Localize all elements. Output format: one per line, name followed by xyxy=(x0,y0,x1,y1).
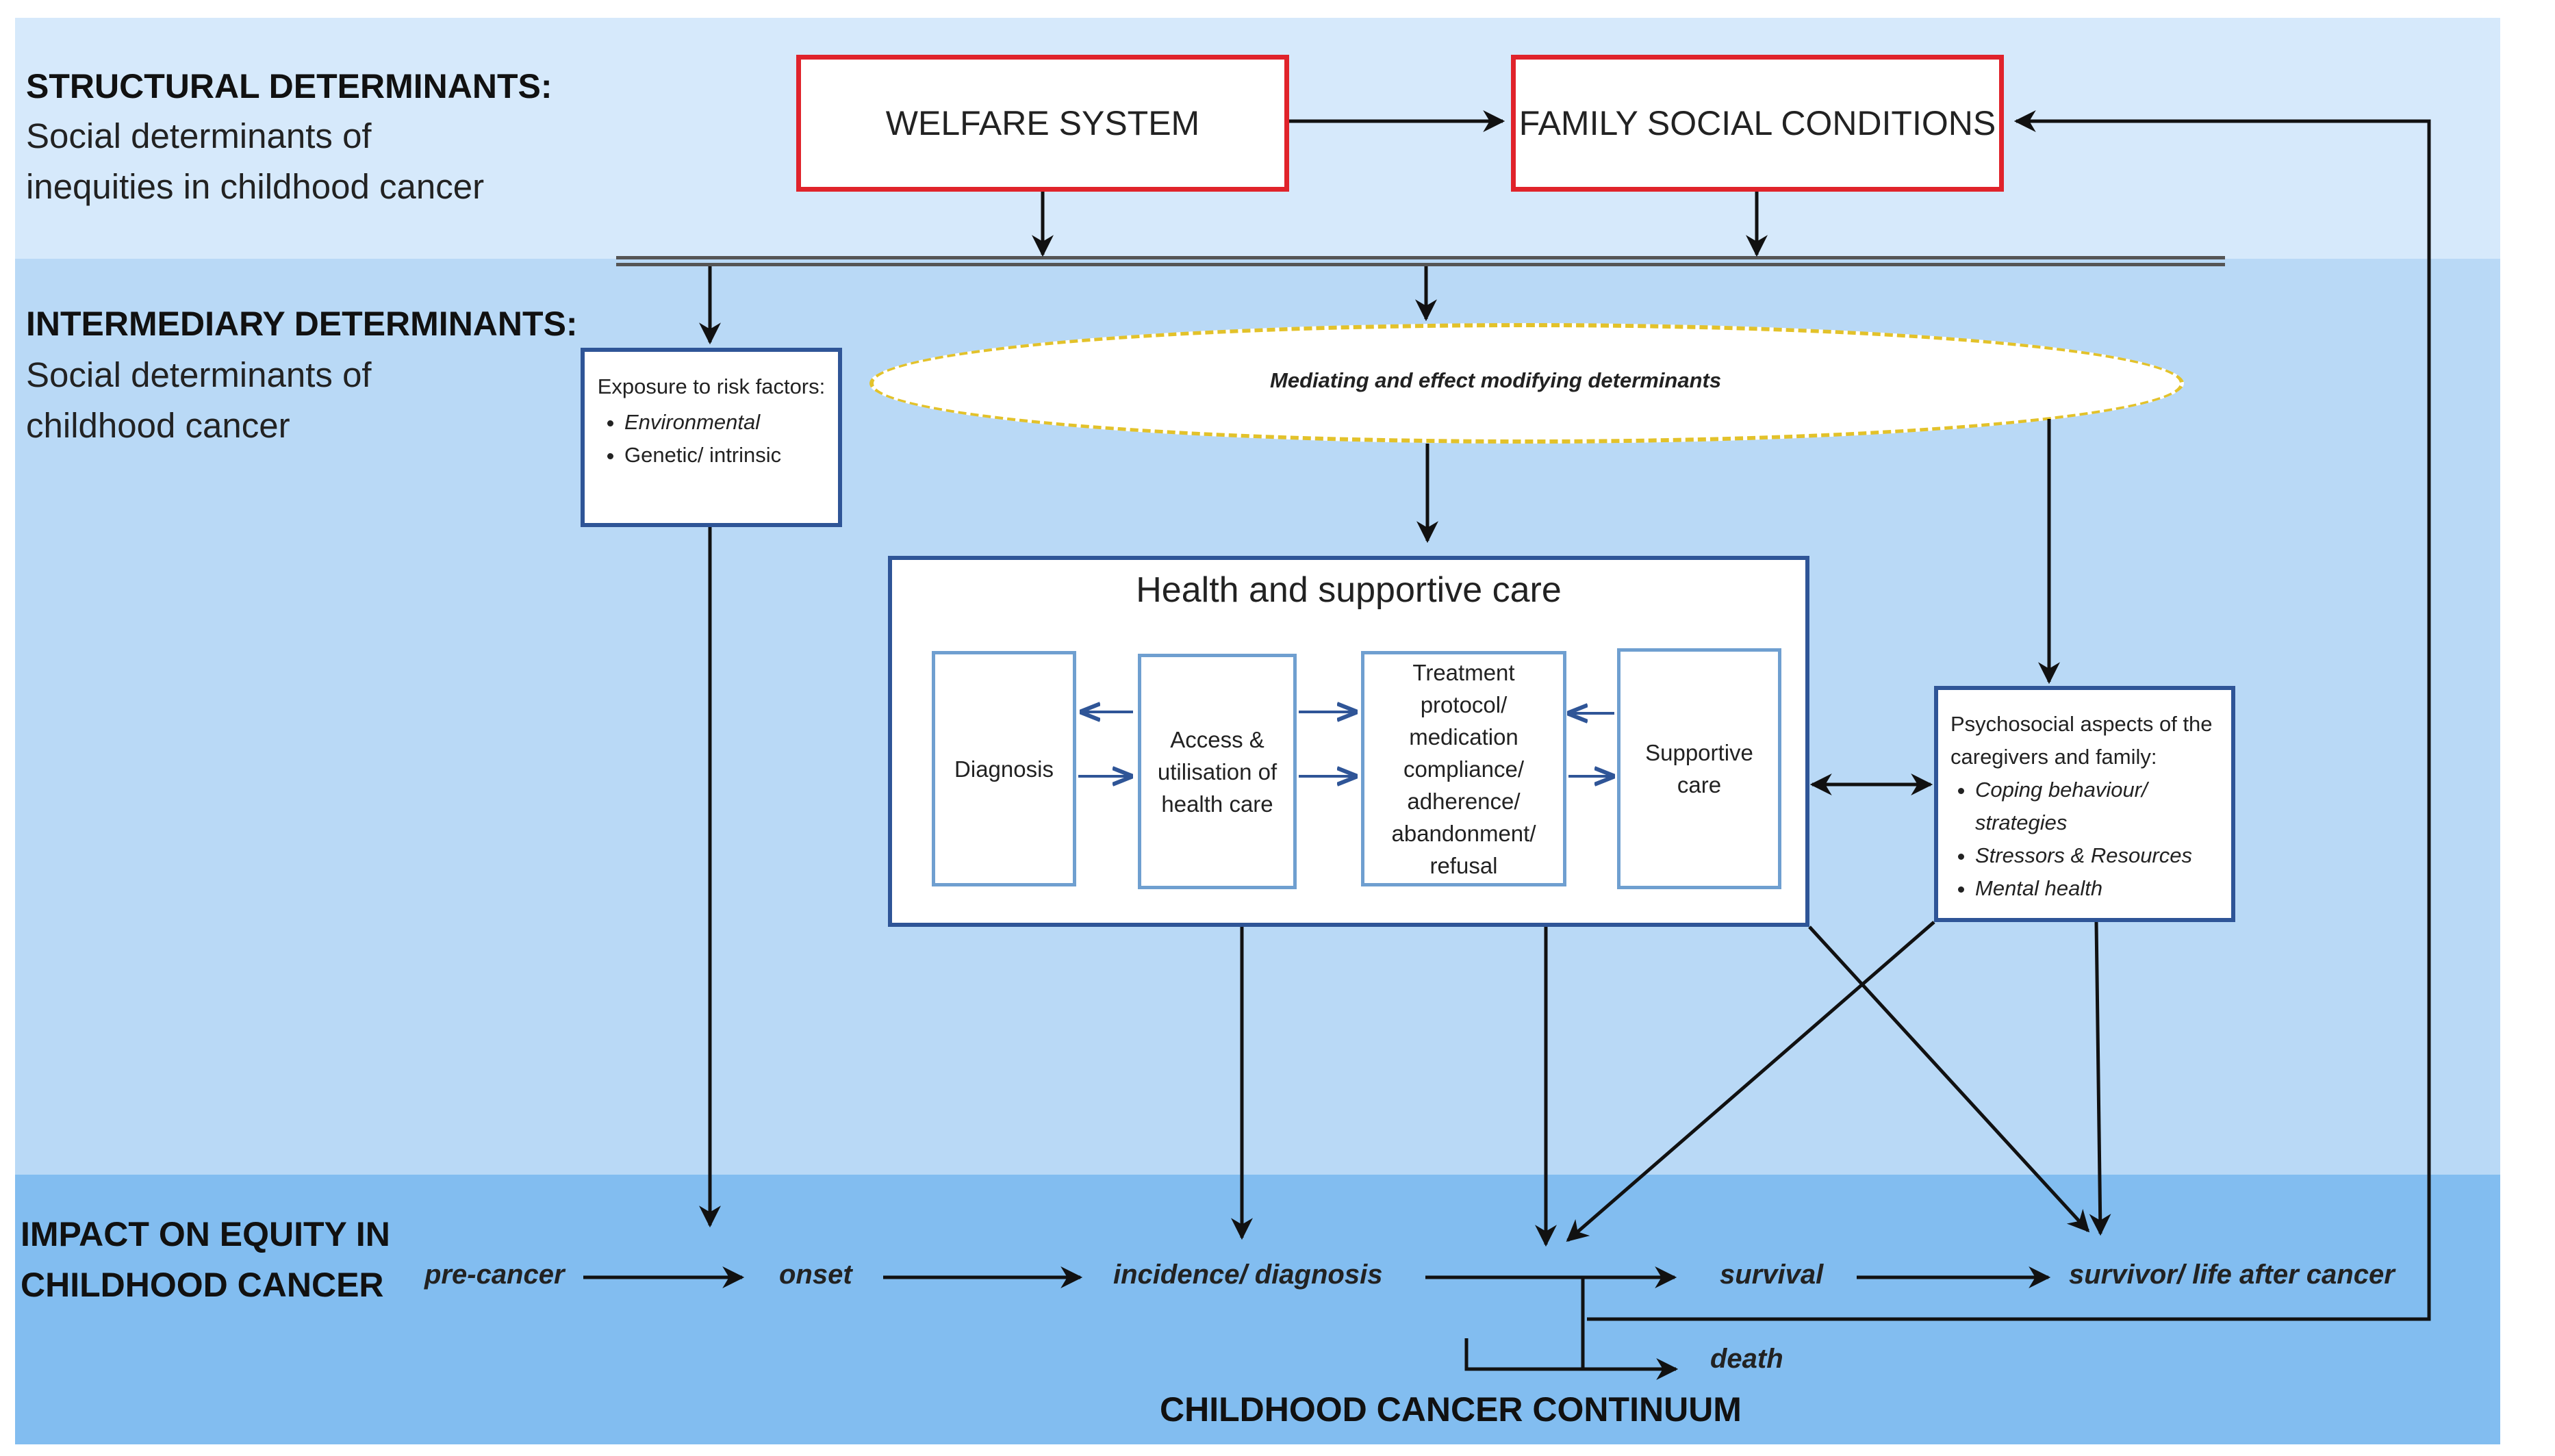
impact-heading: IMPACT ON EQUITY IN CHILDHOOD CANCER xyxy=(21,1215,390,1304)
exposure-item-environmental: Environmental xyxy=(624,406,838,439)
exposure-box: Exposure to risk factors: Environmental … xyxy=(581,348,842,527)
arrow-to-death xyxy=(1464,1338,1679,1380)
treatment-label: Treatment protocol/ medication complianc… xyxy=(1391,659,1536,878)
family-social-conditions-box: FAMILY SOCIAL CONDITIONS xyxy=(1511,55,2004,192)
stage-onset: onset xyxy=(779,1260,852,1290)
arrow-psychosocial-to-survivor xyxy=(2089,921,2111,1236)
welfare-system-box: WELFARE SYSTEM xyxy=(796,55,1289,192)
stage-death: death xyxy=(1710,1344,1783,1374)
structural-heading: STRUCTURAL DETERMINANTS: xyxy=(26,67,552,105)
psychosocial-title: Psychosocial aspects of the caregivers a… xyxy=(1950,712,2213,769)
access-label: Access & utilisation of health care xyxy=(1157,726,1278,817)
psych-item-stressors: Stressors & Resources xyxy=(1975,839,2231,872)
divider-line-bottom xyxy=(616,263,2225,266)
stage-survivor-life-after-cancer: survivor/ life after cancer xyxy=(2069,1260,2395,1290)
family-social-conditions-label: FAMILY SOCIAL CONDITIONS xyxy=(1518,104,1996,142)
structural-subtitle: Social determinants of inequities in chi… xyxy=(26,116,485,206)
health-supportive-care-title: Health and supportive care xyxy=(1136,570,1562,610)
psych-item-coping: Coping behaviour/ strategies xyxy=(1975,774,2231,839)
exposure-title: Exposure to risk factors: xyxy=(597,374,826,398)
treatment-box: Treatment protocol/ medication complianc… xyxy=(1361,651,1566,886)
diagnosis-label: Diagnosis xyxy=(954,756,1054,782)
mediating-label: Mediating and effect modifying determina… xyxy=(1270,368,1722,392)
divider-line-top xyxy=(616,256,2225,259)
intermediary-subtitle: Social determinants of childhood cancer xyxy=(26,355,372,445)
intermediary-heading: INTERMEDIARY DETERMINANTS: xyxy=(26,305,578,343)
psychosocial-box: Psychosocial aspects of the caregivers a… xyxy=(1934,686,2235,922)
exposure-item-genetic: Genetic/ intrinsic xyxy=(624,439,838,472)
stage-incidence-diagnosis: incidence/ diagnosis xyxy=(1113,1260,1383,1290)
supportive-care-box: Supportive care xyxy=(1617,648,1781,889)
arrow-feedback-to-family xyxy=(1587,110,2431,1321)
stage-survival: survival xyxy=(1720,1260,1824,1290)
access-box: Access & utilisation of health care xyxy=(1138,654,1297,889)
stage-pre-cancer: pre-cancer xyxy=(424,1260,565,1290)
diagnosis-box: Diagnosis xyxy=(932,651,1076,886)
supportive-care-label: Supportive care xyxy=(1645,740,1753,797)
continuum-label: CHILDHOOD CANCER CONTINUUM xyxy=(1160,1390,1742,1429)
welfare-system-label: WELFARE SYSTEM xyxy=(885,104,1200,142)
mediating-ellipse xyxy=(869,323,2184,444)
arrow-health-to-survivor xyxy=(1808,925,2090,1233)
arrow-psychosocial-to-survival xyxy=(1566,921,1935,1242)
psych-item-mental-health: Mental health xyxy=(1975,872,2231,905)
